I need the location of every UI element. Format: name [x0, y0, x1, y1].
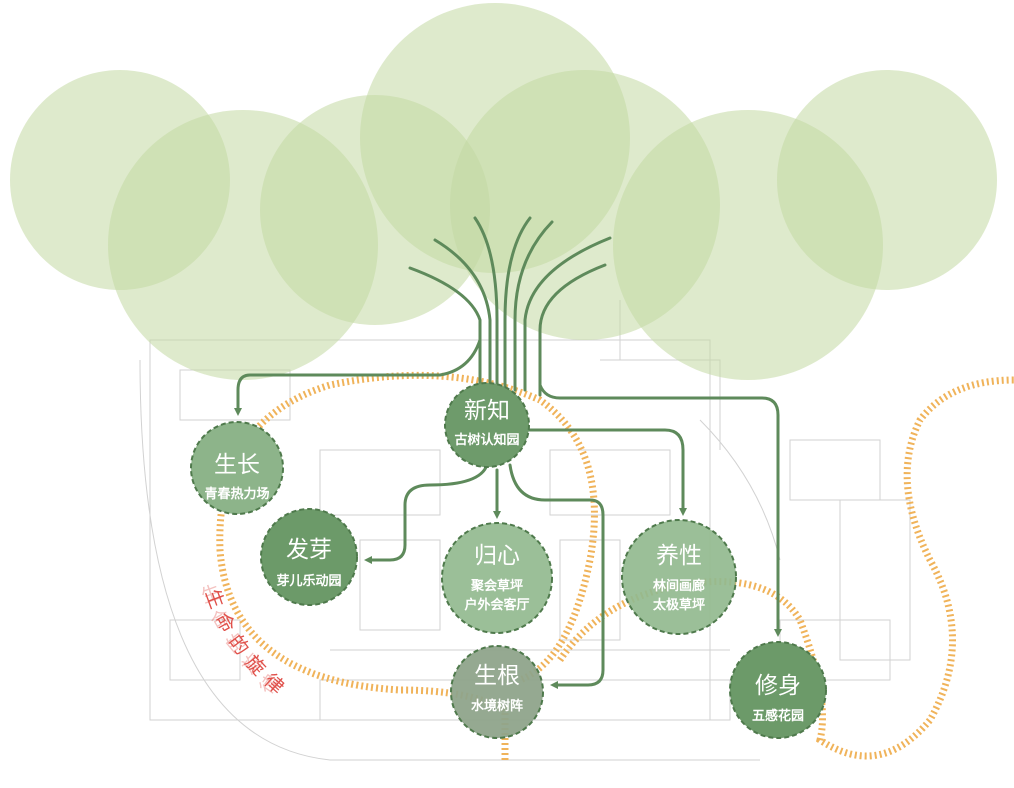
node-yangxing[interactable]: 养性 林间画廊 太极草坪: [621, 519, 737, 635]
node-guixin[interactable]: 归心 聚会草坪 户外会客厅: [441, 522, 553, 634]
node-title: 发芽: [286, 537, 332, 563]
node-title: 生长: [214, 452, 260, 478]
rhythm-path: [216, 371, 1014, 760]
node-title: 归心: [474, 543, 520, 569]
node-title: 生根: [474, 663, 520, 689]
arrow-to-shengzhang: [234, 338, 482, 416]
node-subtitle: 古树认知园: [454, 432, 519, 448]
node-xinzhi[interactable]: 新知 古树认知园: [444, 382, 530, 468]
node-faya[interactable]: 发芽 芽儿乐动园: [260, 508, 358, 606]
node-subtitle: 太极草坪: [652, 597, 705, 613]
node-shenggen[interactable]: 生根 水境树阵: [450, 645, 544, 739]
node-subtitle: 芽儿乐动园: [276, 573, 341, 589]
rhythm-label: 生命的旋律 生 命 的 旋 律: [198, 581, 286, 704]
node-xiushen[interactable]: 修身 五感花园: [729, 641, 827, 739]
node-subtitle: 林间画廊: [653, 578, 705, 594]
branch-lines: [234, 216, 782, 689]
arrow-to-faya: [364, 463, 489, 564]
canopy-circle: [777, 70, 997, 290]
rhythm-label-chars: 生 命 的 旋 律: [198, 581, 284, 699]
tree-canopy: [10, 3, 997, 380]
node-title: 养性: [656, 543, 702, 569]
node-subtitle: 五感花园: [752, 708, 804, 724]
arrow-to-shenggen: [508, 463, 605, 689]
node-shengzhang[interactable]: 生长 青春热力场: [190, 421, 284, 515]
arrow-to-yangxing: [526, 428, 687, 516]
arrow-to-xiushen: [538, 383, 782, 637]
node-subtitle: 青春热力场: [204, 486, 269, 502]
node-subtitle: 聚会草坪: [470, 578, 523, 594]
node-subtitle: 水境树阵: [471, 698, 523, 714]
node-subtitle: 户外会客厅: [464, 597, 529, 613]
node-title: 修身: [755, 673, 801, 699]
node-title: 新知: [464, 398, 510, 424]
